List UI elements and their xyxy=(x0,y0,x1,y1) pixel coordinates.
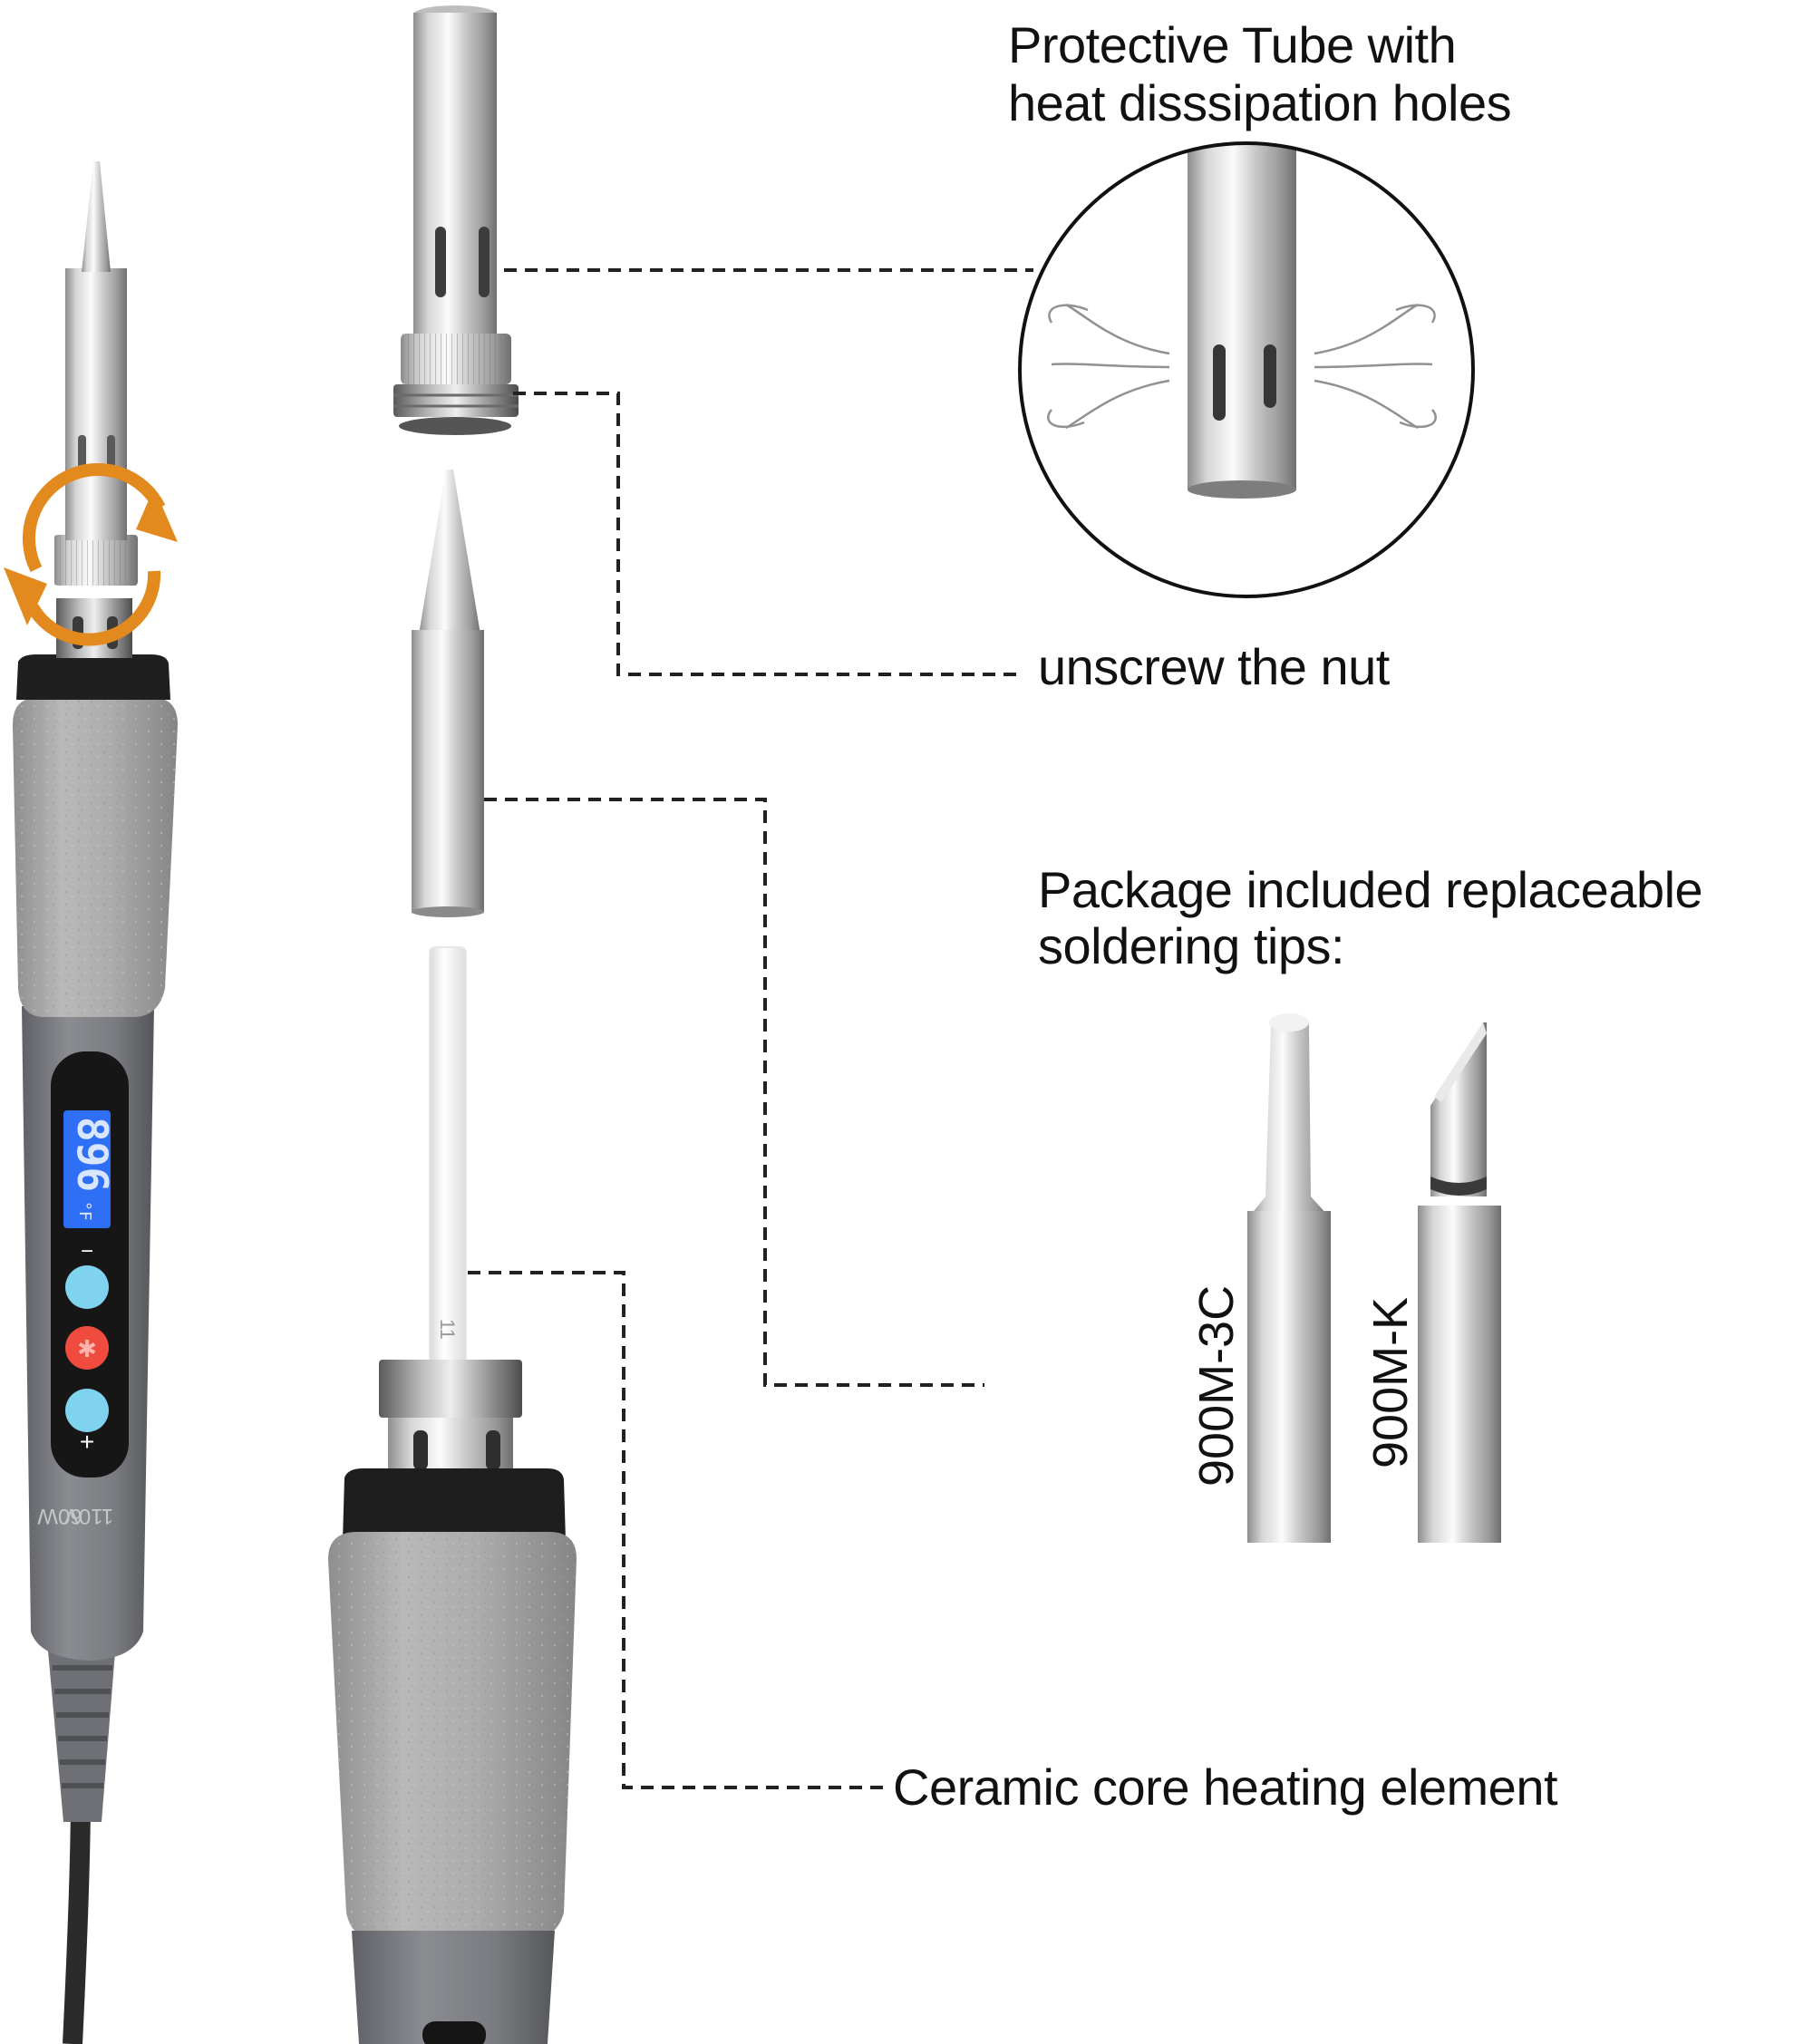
airflow-lines xyxy=(1047,303,1437,430)
assembled-soldering-iron: 896 °F − ✱ + 110V 60W xyxy=(4,161,178,2044)
label-protective-tube-line2: heat disssipation holes xyxy=(1008,74,1512,131)
iron-tip xyxy=(82,161,111,272)
rating-text: 110V 60W xyxy=(37,1504,113,1528)
plus-label: + xyxy=(80,1428,94,1456)
label-package-line2: soldering tips: xyxy=(1038,917,1345,974)
minus-label: − xyxy=(81,1239,93,1264)
leader-replaceable-tips xyxy=(484,798,984,1387)
tip-model-900m-3c: 900M-3C xyxy=(1189,1285,1244,1487)
minus-button[interactable]: − xyxy=(65,1239,109,1309)
lcd-display: 896 °F xyxy=(63,1110,117,1228)
protective-tube xyxy=(393,5,519,435)
magnifier-circle xyxy=(1018,141,1475,598)
label-unscrew-nut: unscrew the nut xyxy=(1038,638,1390,695)
soldering-tip xyxy=(412,470,484,917)
set-button[interactable]: ✱ xyxy=(65,1326,109,1370)
tip-model-900m-k: 900M-K xyxy=(1363,1297,1418,1468)
leader-unscrew-nut xyxy=(513,392,1017,676)
label-package-line1: Package included replaceable xyxy=(1038,861,1703,918)
tip-900m-k: 900M-K xyxy=(1363,1022,1501,1543)
label-protective-tube-line1: Protective Tube with xyxy=(1008,16,1457,73)
iron-collar xyxy=(16,654,170,700)
tip-900m-3c: 900M-3C xyxy=(1189,1013,1331,1543)
rotate-arrows-icon xyxy=(4,463,178,646)
core-marking: 11 xyxy=(436,1319,459,1340)
iron-tube xyxy=(65,268,127,540)
ceramic-core xyxy=(429,946,467,1365)
rating-voltage: 110V xyxy=(64,1504,113,1528)
rating-power: 60W xyxy=(37,1504,82,1528)
set-label: ✱ xyxy=(77,1336,97,1363)
plus-button[interactable]: + xyxy=(65,1389,109,1456)
ceramic-core-handle: 11 xyxy=(328,946,577,2044)
leader-ceramic-core xyxy=(468,1271,888,1789)
leader-lines xyxy=(468,268,1033,1789)
label-ceramic-core: Ceramic core heating element xyxy=(893,1758,1558,1816)
strain-relief xyxy=(47,1641,116,1822)
lcd-unit: °F xyxy=(75,1201,94,1221)
lcd-temperature: 896 xyxy=(68,1117,117,1192)
